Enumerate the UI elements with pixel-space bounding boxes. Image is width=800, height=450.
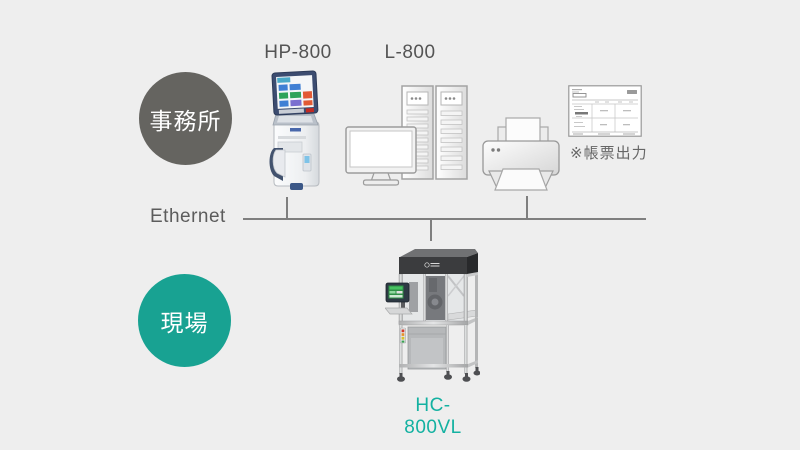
- office-zone-label: 事務所: [149, 107, 222, 134]
- report-document-icon: [568, 85, 642, 137]
- report-output-note: ※帳票出力: [570, 145, 648, 162]
- ethernet-bus-line: [243, 218, 646, 220]
- hc800vl-label: HC-800VL: [404, 395, 462, 438]
- hc800vl-machine-icon: [385, 246, 480, 384]
- server-tower-right: [435, 85, 468, 180]
- office-zone-circle: 事務所: [139, 72, 232, 165]
- printer-connection-line: [526, 196, 528, 218]
- hp800-connection-line: [286, 197, 288, 218]
- l800-server-icon: [340, 82, 470, 188]
- hc800vl-connection-line: [430, 220, 432, 241]
- hp800-label: HP-800: [264, 42, 332, 63]
- machine-logo: [424, 262, 440, 268]
- field-zone-label: 現場: [160, 309, 209, 336]
- hp800-device-icon: [266, 70, 324, 192]
- ethernet-label: Ethernet: [150, 206, 226, 227]
- field-zone-circle: 現場: [138, 274, 231, 367]
- l800-label: L-800: [384, 42, 436, 63]
- monitor-icon: [345, 126, 417, 186]
- printer-icon: [478, 114, 564, 194]
